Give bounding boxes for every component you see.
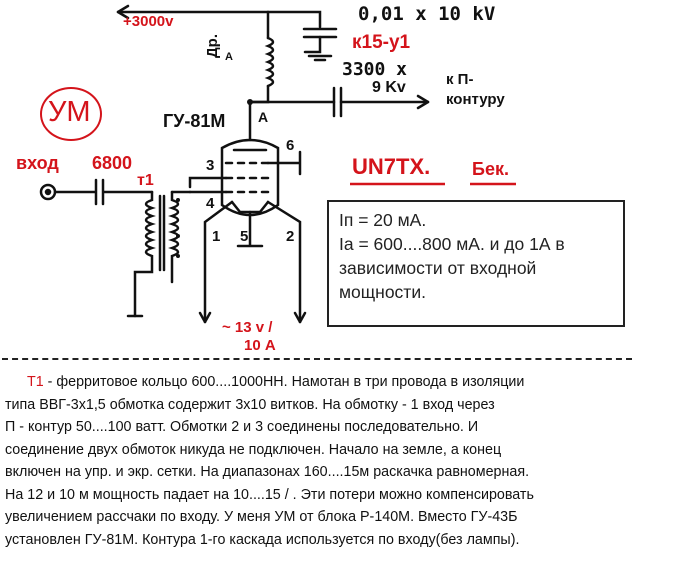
pin6-lead bbox=[266, 150, 302, 176]
notes-line-6: На 12 и 10 м мощность падает на 10....15… bbox=[5, 486, 534, 503]
output-label-1: к П- bbox=[446, 71, 474, 88]
notes-term: Т1 bbox=[27, 374, 44, 390]
grid-lead bbox=[188, 176, 228, 189]
notes-line-8: установлен ГУ-81М. Контура 1-го каскада … bbox=[5, 531, 520, 548]
info-line-2: Iа = 600....800 мА. и до 1А в bbox=[339, 234, 565, 254]
notes-line-2: типа ВВГ-3х1,5 обмотка содержит 3х10 вит… bbox=[5, 396, 495, 413]
pin-6-label: 6 bbox=[286, 137, 295, 154]
choke-sub: А bbox=[225, 51, 233, 63]
notes-line-7: увеличением рассчаки по входу. У меня УМ… bbox=[5, 509, 518, 525]
cap-out-value: 3300 x bbox=[342, 59, 408, 80]
notes-line-1-text: - ферритовое кольцо 600....1000НН. Намот… bbox=[43, 374, 525, 390]
supply-arrow bbox=[116, 4, 130, 20]
cap-top-type: к15-у1 bbox=[352, 32, 411, 53]
pin-2-label: 2 bbox=[286, 228, 295, 245]
author: Бек. bbox=[472, 159, 509, 179]
transformer-label: т1 bbox=[137, 172, 154, 189]
filament-lead-left bbox=[203, 200, 234, 324]
tube-label: ГУ-81М bbox=[163, 111, 226, 131]
filament-label-1: ~ 13 v / bbox=[222, 319, 273, 336]
dashed-divider bbox=[2, 358, 632, 360]
cap-top-wire bbox=[266, 10, 322, 29]
choke-coil bbox=[264, 36, 275, 88]
cap-top-value: 0,01 x 10 kV bbox=[358, 3, 496, 25]
notes-line-3: П - контур 50....100 ватт. Обмотки 2 и 3… bbox=[5, 419, 479, 435]
module-badge: УМ bbox=[48, 96, 91, 128]
filament-label-2: 10 А bbox=[244, 337, 276, 354]
current-info-box: Iп = 20 мА. Iа = 600....800 мА. и до 1А … bbox=[327, 200, 625, 327]
input-wire bbox=[53, 178, 154, 206]
info-line-1: Iп = 20 мА. bbox=[339, 210, 427, 230]
notes-line-1: Т1 - ферритовое кольцо 600....1000НН. На… bbox=[5, 371, 665, 394]
tube-envelope bbox=[220, 138, 280, 217]
pin-4-label: 4 bbox=[206, 195, 215, 212]
output-label-2: контуру bbox=[446, 91, 505, 108]
choke-label: Др. bbox=[204, 33, 221, 58]
filament-arrow-right bbox=[293, 311, 307, 324]
transformer-core bbox=[158, 194, 166, 272]
notes-line-4: соединение двух обмоток никуда не подклю… bbox=[5, 441, 502, 458]
callsign: UN7TX. bbox=[352, 154, 431, 179]
filament-lead-right bbox=[266, 200, 302, 324]
anode-label: А bbox=[258, 109, 269, 125]
info-line-3: зависимости от входной bbox=[339, 258, 537, 278]
info-line-4: мощности. bbox=[339, 282, 426, 302]
pin-5-label: 5 bbox=[240, 228, 249, 245]
notes-line-5: включен на упр. и экр. сетки. На диапазо… bbox=[5, 464, 530, 480]
notes-block: Т1 - ферритовое кольцо 600....1000НН. На… bbox=[5, 371, 665, 551]
pin-3-label: 3 bbox=[206, 157, 215, 174]
input-label: вход bbox=[16, 153, 59, 173]
transformer-primary bbox=[133, 190, 156, 318]
out-arrow bbox=[416, 94, 430, 110]
supply-label: +3000v bbox=[123, 13, 174, 30]
input-cap-value: 6800 bbox=[92, 153, 133, 173]
cap-out-voltage: 9 Kv bbox=[372, 79, 406, 96]
transformer-secondary bbox=[168, 190, 180, 284]
module-badge-circle bbox=[40, 87, 102, 141]
cap-top-ground bbox=[303, 35, 333, 62]
schematic-drawing bbox=[39, 4, 516, 324]
tube-filament bbox=[230, 200, 270, 214]
pin-1-label: 1 bbox=[212, 228, 221, 245]
filament-arrow-left bbox=[198, 311, 212, 324]
pin5-lead bbox=[236, 210, 264, 248]
